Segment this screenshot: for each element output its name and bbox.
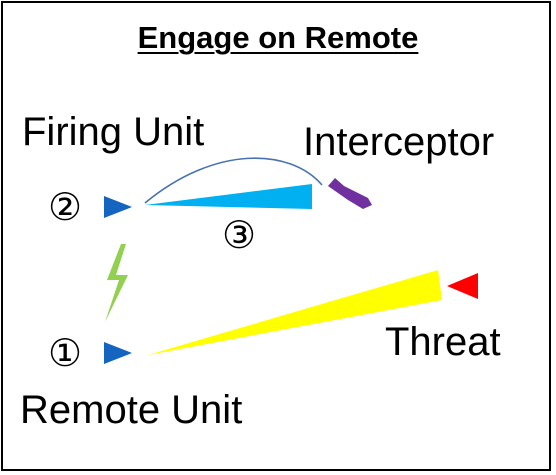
- threat-beam: [148, 270, 442, 355]
- remote-unit-marker-icon: [104, 342, 132, 364]
- threat-marker-icon: [447, 273, 478, 299]
- interceptor-beam: [145, 184, 312, 209]
- interceptor-label: Interceptor: [303, 120, 495, 164]
- remote-unit-label: Remote Unit: [20, 388, 243, 432]
- threat-label: Threat: [385, 320, 501, 364]
- step-3-marker: ③: [222, 213, 257, 257]
- firing-unit-label: Firing Unit: [22, 110, 205, 154]
- firing-unit-marker-icon: [104, 196, 132, 218]
- step-1-marker: ①: [48, 331, 83, 375]
- interceptor-missile-icon: [328, 178, 372, 209]
- diagram-frame: [1, 1, 551, 471]
- lightning-bolt-icon: [105, 244, 128, 322]
- step-2-marker: ②: [48, 185, 83, 229]
- interceptor-flight-path: [144, 157, 323, 204]
- diagram-title: Engage on Remote: [137, 20, 419, 55]
